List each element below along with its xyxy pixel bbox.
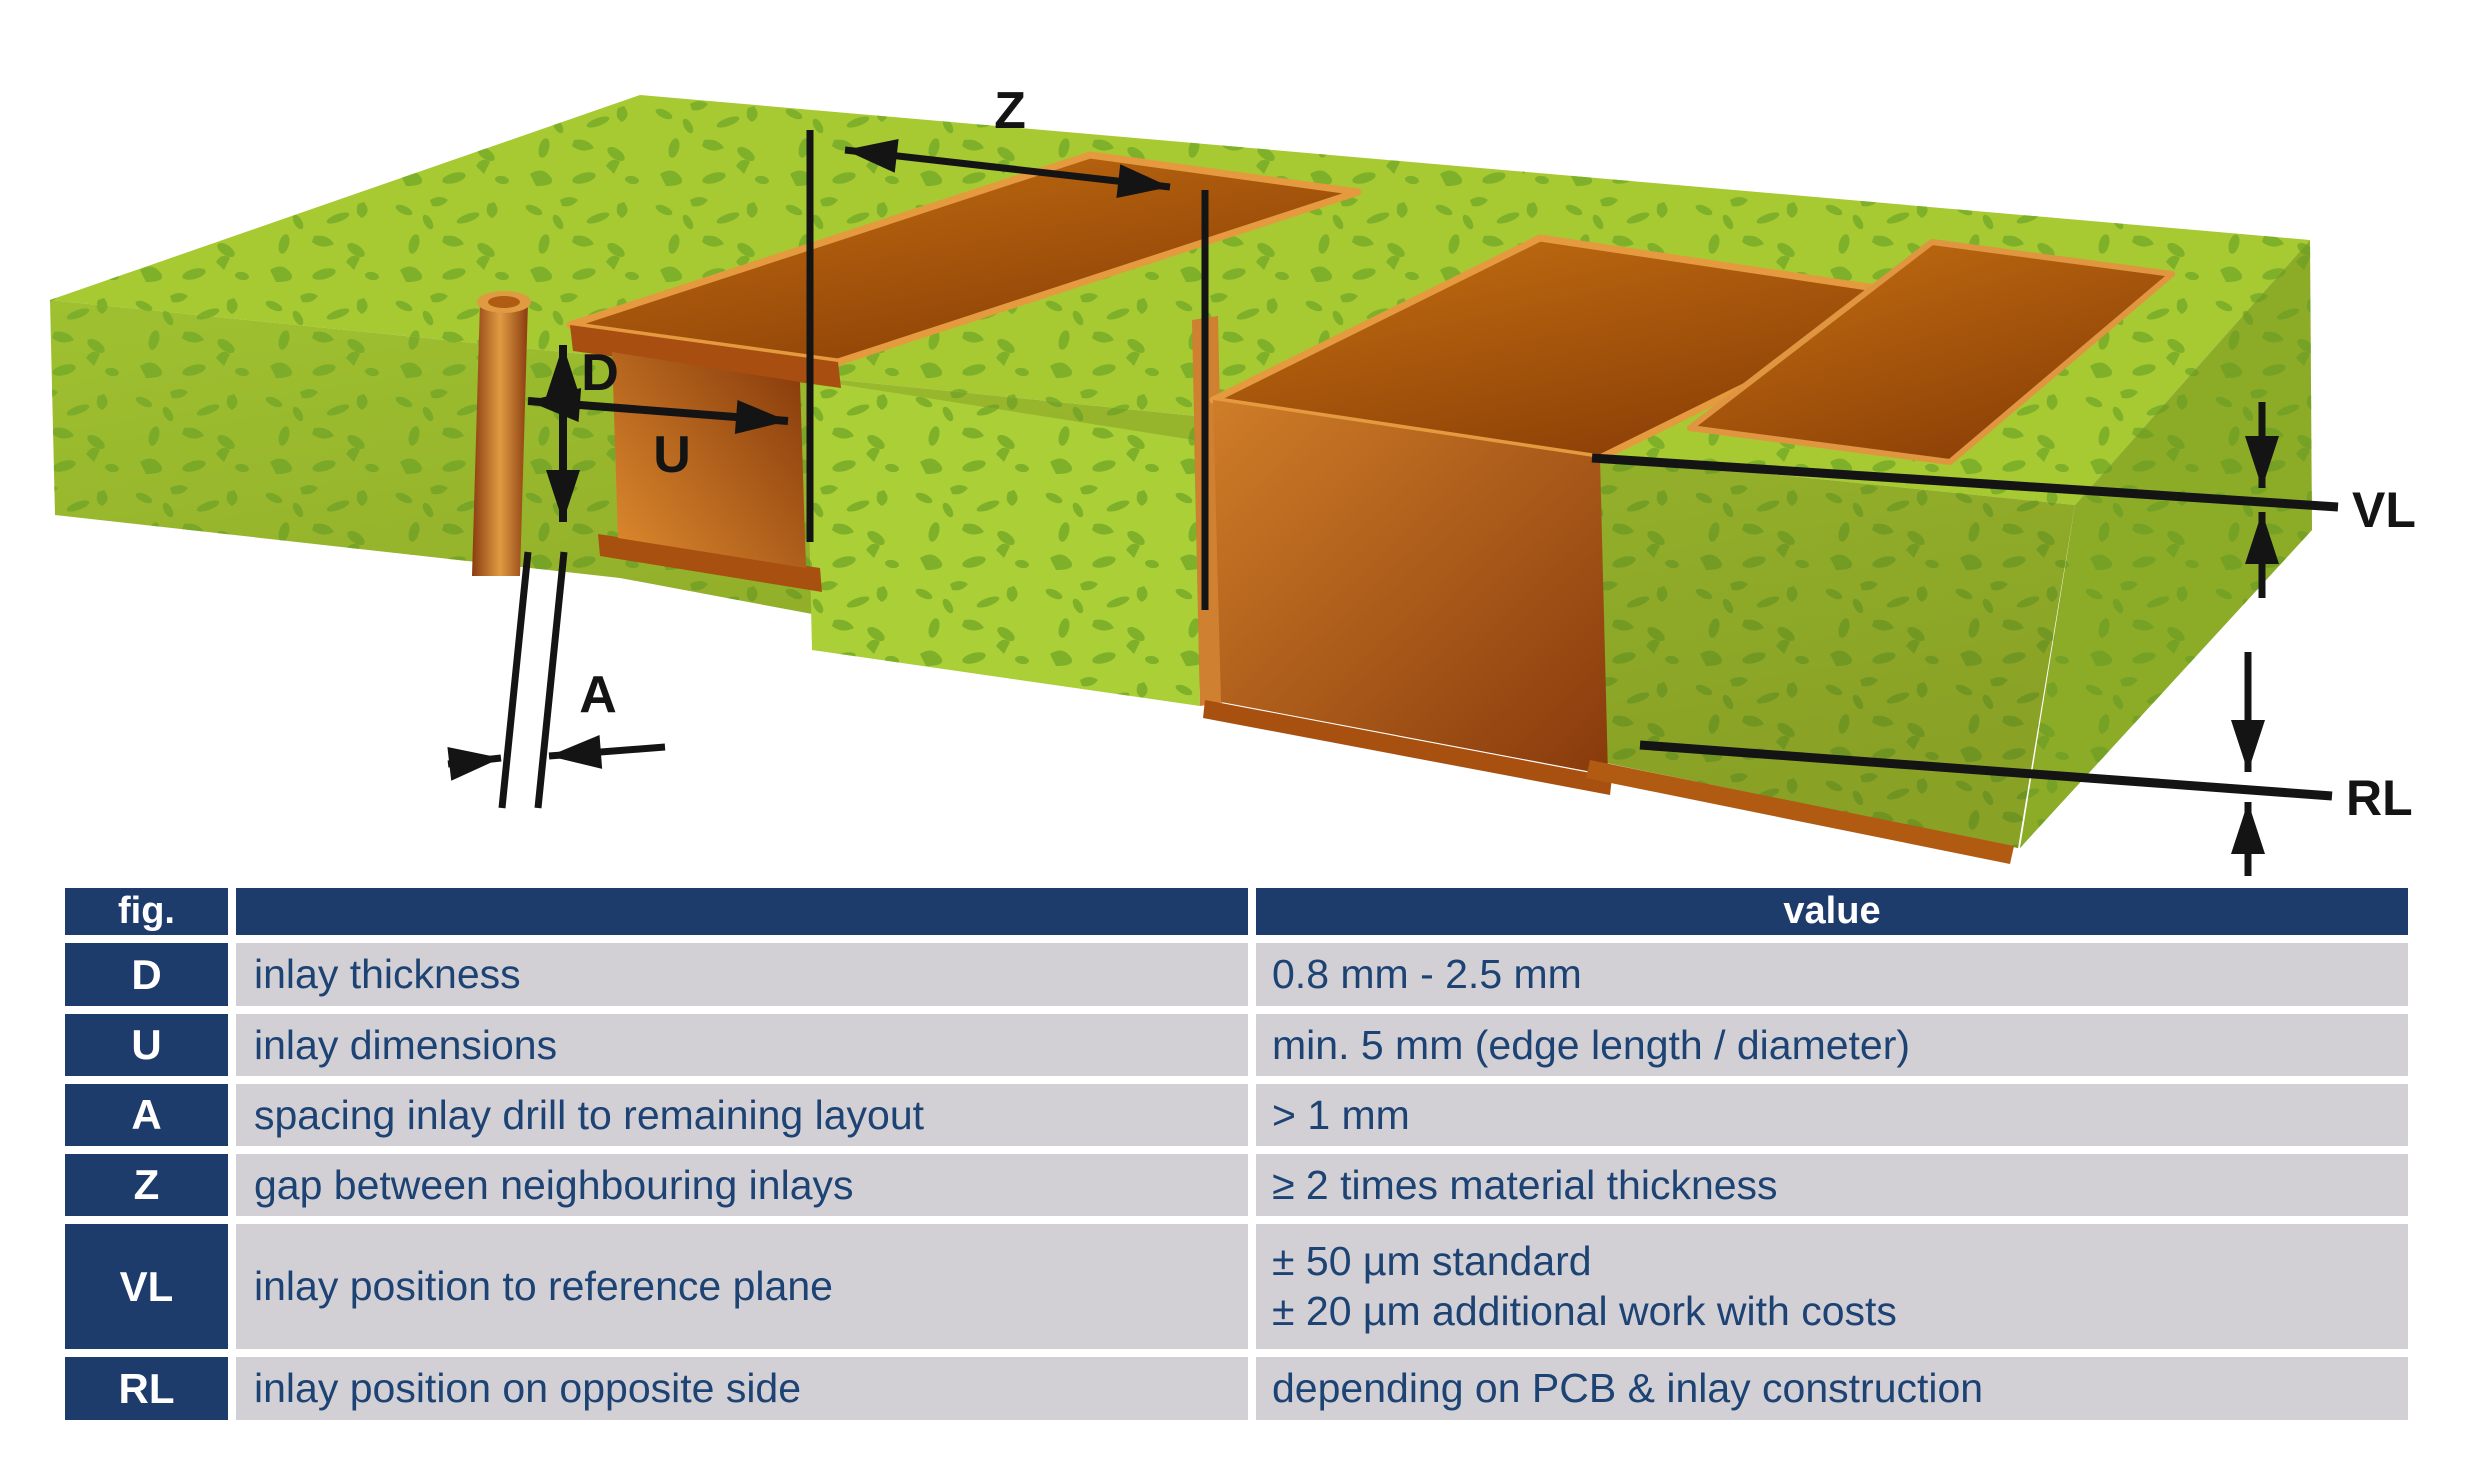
pcb-right-texture xyxy=(2020,240,2312,848)
rl-reference-line xyxy=(1639,740,2333,801)
copper-inlay-3-top xyxy=(1687,239,2175,465)
dimension-label-d: D xyxy=(581,344,619,402)
row-u-description: inlay dimensions xyxy=(236,1014,1248,1076)
row-z-fig: Z xyxy=(65,1154,228,1216)
row-rl-value: depending on PCB & inlay construction xyxy=(1256,1357,2408,1420)
pcb-right-shade xyxy=(2020,240,2312,848)
dimension-a xyxy=(447,551,666,809)
table-header-value: value xyxy=(1256,888,2408,935)
row-u-value: min. 5 mm (edge length / diameter) xyxy=(1256,1014,2408,1076)
inlay2-bottom-lip xyxy=(1586,760,2014,864)
row-rl-fig: RL xyxy=(65,1357,228,1420)
dimension-vl xyxy=(1591,402,2339,598)
row-d-value: 0.8 mm - 2.5 mm xyxy=(1256,943,2408,1006)
row-vl-value-line-1: ± 50 µm standard xyxy=(1272,1238,1592,1285)
u-arrow xyxy=(527,388,789,434)
table-header-description xyxy=(236,888,1248,935)
row-d-fig: D xyxy=(65,943,228,1006)
dimension-label-rl: RL xyxy=(2346,770,2413,826)
pcb-cut-texture xyxy=(806,379,1200,706)
dimension-z xyxy=(806,130,1209,610)
inlay1-cut-face xyxy=(612,352,806,568)
inlay1-top-flange xyxy=(566,151,1362,366)
row-a-description: spacing inlay drill to remaining layout xyxy=(236,1084,1248,1146)
row-a-fig: A xyxy=(65,1084,228,1146)
pin-body xyxy=(472,302,528,576)
pin-cap-inner xyxy=(488,296,520,308)
row-rl-description: inlay position on opposite side xyxy=(236,1357,1248,1420)
row-vl-description: inlay position to reference plane xyxy=(236,1224,1248,1349)
dimension-rl xyxy=(1639,652,2333,876)
dimension-label-a: A xyxy=(579,666,617,724)
a-extension-line-right xyxy=(534,551,568,809)
dimension-label-u: U xyxy=(653,426,691,484)
table-header-fig: fig. xyxy=(65,888,228,935)
row-vl-fig: VL xyxy=(65,1224,228,1349)
vl-reference-line xyxy=(1591,453,2339,512)
copper-drill-pin xyxy=(472,291,531,576)
row-vl-value-line-2: ± 20 µm additional work with costs xyxy=(1272,1287,1897,1334)
dimension-label-z: Z xyxy=(994,82,1026,140)
row-d-description: inlay thickness xyxy=(236,943,1248,1006)
row-a-value: > 1 mm xyxy=(1256,1084,2408,1146)
row-u-fig: U xyxy=(65,1014,228,1076)
inlay1-bottom-lip xyxy=(598,534,822,592)
z-arrow xyxy=(844,138,1171,199)
dimension-label-vl: VL xyxy=(2352,482,2416,538)
row-z-value: ≥ 2 times material thickness xyxy=(1256,1154,2408,1216)
a-arrow-right xyxy=(548,735,666,769)
spec-table: fig. value D inlay thickness 0.8 mm - 2.… xyxy=(65,888,2408,1420)
a-extension-line-left xyxy=(498,551,532,809)
row-z-description: gap between neighbouring inlays xyxy=(236,1154,1248,1216)
inlay1-flange-front xyxy=(570,325,841,388)
row-vl-value: ± 50 µm standard ± 20 µm additional work… xyxy=(1256,1224,2408,1349)
inlay2-front-face xyxy=(1213,400,1608,775)
pcb-inlay-diagram: Z D U A VL RL xyxy=(50,82,2416,876)
copper-inlay-2 xyxy=(1192,234,2014,864)
a-arrow-left xyxy=(447,746,502,781)
inlay2-front-lip xyxy=(1203,700,1612,795)
